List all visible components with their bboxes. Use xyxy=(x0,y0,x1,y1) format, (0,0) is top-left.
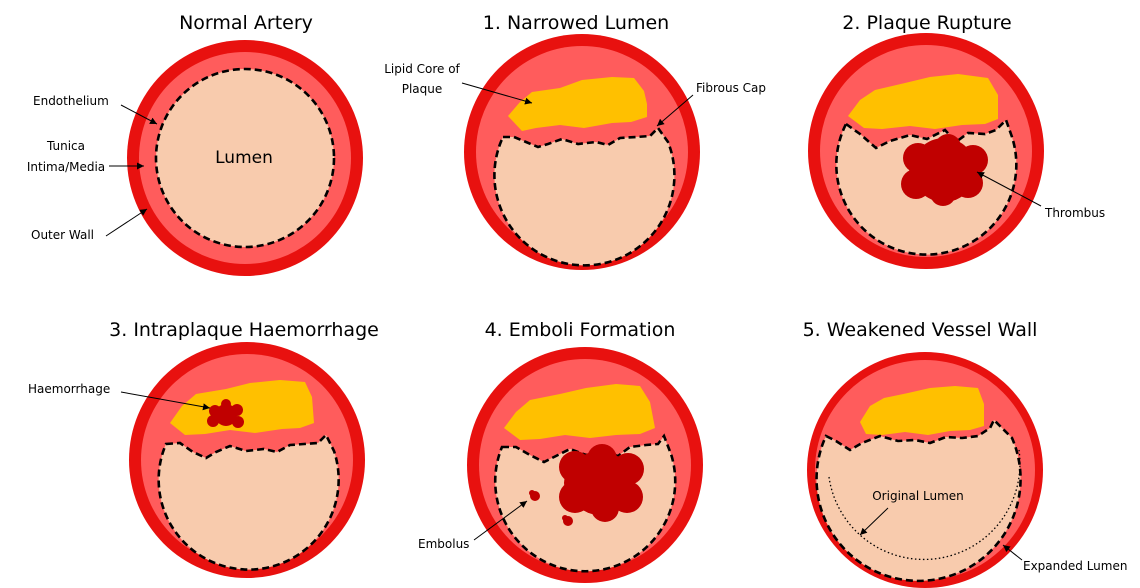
panel-weakened-vessel-wall: 5. Weakened Vessel Wall Original Lumen E… xyxy=(803,319,1128,588)
panel-title-narrowed: 1. Narrowed Lumen xyxy=(483,12,669,34)
panel-title-normal: Normal Artery xyxy=(179,12,313,34)
tunica-label-line2: Intima/Media xyxy=(27,160,105,174)
artery-cross-section-narrowed xyxy=(464,34,700,270)
expanded-lumen-label: Expanded Lumen xyxy=(1023,559,1127,573)
lipid-core-label-line1: Lipid Core of xyxy=(384,62,460,76)
outer-wall-label: Outer Wall xyxy=(31,228,94,242)
lumen-label: Lumen xyxy=(215,148,273,168)
embolus-particle xyxy=(529,490,535,496)
thrombus-label: Thrombus xyxy=(1044,206,1105,220)
thrombus-blob xyxy=(564,465,600,501)
panel-emboli-formation: 4. Emboli Formation xyxy=(418,319,703,583)
thrombus xyxy=(559,444,644,522)
haemorrhage-label: Haemorrhage xyxy=(28,382,110,396)
panel-title-emboli: 4. Emboli Formation xyxy=(485,319,676,341)
tunica-label-line1: Tunica xyxy=(46,139,85,153)
haemorrhage-blob xyxy=(232,416,244,428)
artery-cross-section-weakened xyxy=(807,352,1043,588)
haemorrhage-blob xyxy=(207,415,219,427)
panel-title-weakened: 5. Weakened Vessel Wall xyxy=(803,319,1038,341)
embolus-label: Embolus xyxy=(418,537,469,551)
endothelium-label: Endothelium xyxy=(33,94,109,108)
haemorrhage-blob xyxy=(209,405,221,417)
thrombus-blob xyxy=(591,494,619,522)
artery-cross-section-haemorrhage xyxy=(129,342,365,578)
original-lumen-label: Original Lumen xyxy=(872,489,964,503)
panel-title-rupture: 2. Plaque Rupture xyxy=(842,12,1011,34)
thrombus-blob xyxy=(612,453,644,485)
haemorrhage-blob xyxy=(231,404,243,416)
panel-narrowed-lumen: 1. Narrowed Lumen Lipid Core of Plaque F… xyxy=(384,12,766,270)
fibrous-cap-label: Fibrous Cap xyxy=(696,81,766,95)
panel-plaque-rupture: 2. Plaque Rupture Thrombus xyxy=(808,12,1105,269)
panel-normal-artery: Normal Artery Lumen Endothelium Tunica I… xyxy=(27,12,363,276)
embolus-particle xyxy=(562,515,568,521)
lipid-core-label-line2: Plaque xyxy=(402,82,443,96)
panel-intraplaque-haemorrhage: 3. Intraplaque Haemorrhage Haemorrhage xyxy=(28,319,379,578)
panel-title-haemorrhage: 3. Intraplaque Haemorrhage xyxy=(109,319,379,341)
haemorrhage-blob xyxy=(221,399,231,409)
outer-wall-pointer xyxy=(106,209,147,236)
artery-cross-section-rupture xyxy=(808,33,1044,269)
artery-cross-section-emboli xyxy=(467,347,703,583)
thrombus-blob xyxy=(909,156,943,190)
thrombus-blob xyxy=(935,134,961,160)
